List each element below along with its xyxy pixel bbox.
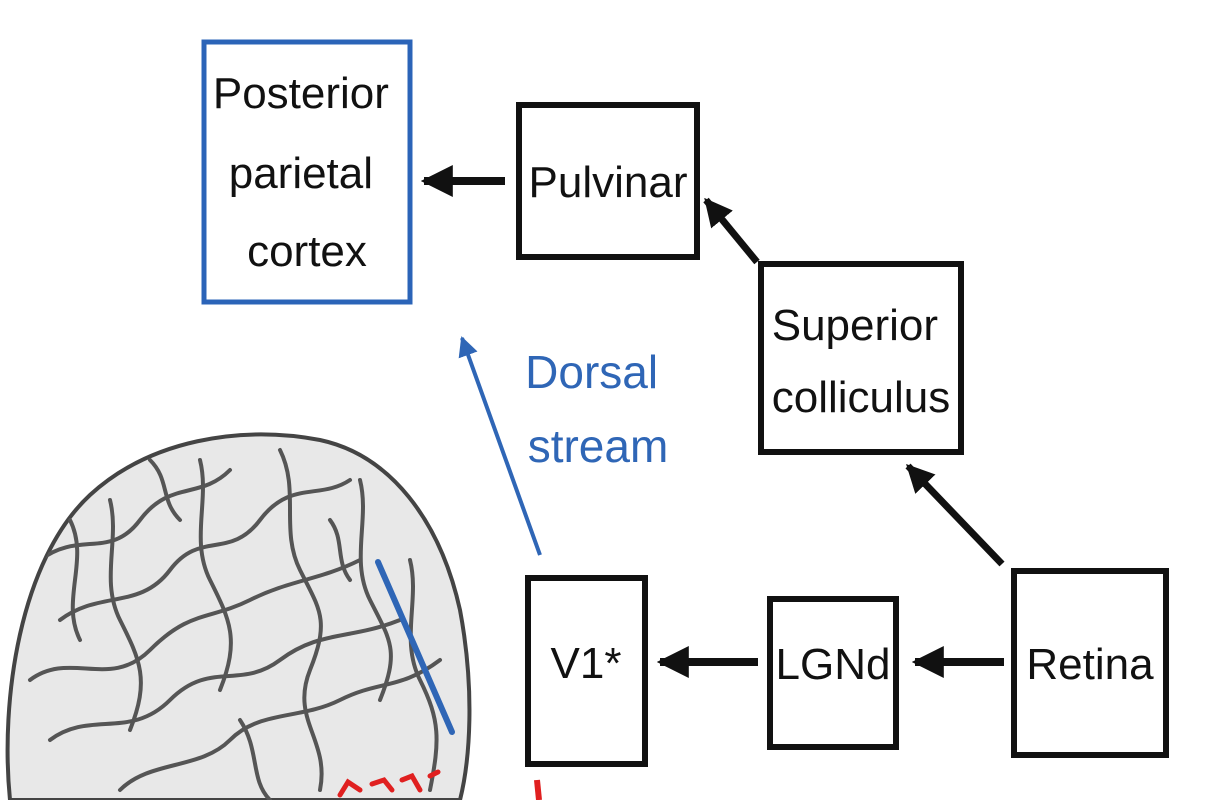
dorsal-stream-label: Dorsal stream	[525, 346, 671, 472]
svg-text:Posterior parietal: Posterior parietal cortex	[213, 69, 401, 276]
node-retina: Retina	[1011, 568, 1169, 758]
svg-text:Retina: Retina	[1026, 640, 1154, 689]
svg-text:LGNd: LGNd	[776, 640, 891, 689]
node-superior-colliculus: Superior colliculus	[758, 261, 964, 455]
arrow-dorsal-stream	[458, 336, 542, 556]
svg-text:V1*: V1*	[551, 639, 622, 688]
arrow-sc-to-pulvinar	[703, 197, 760, 265]
node-v1: V1*	[525, 575, 648, 767]
brain-illustration-icon	[5, 432, 542, 800]
svg-text:Superior colliculus: Superior colliculus	[772, 301, 951, 422]
node-pulvinar: Pulvinar	[516, 102, 700, 260]
svg-text:Pulvinar: Pulvinar	[529, 158, 688, 207]
node-posterior-parietal-cortex: Posterior parietal cortex	[201, 39, 413, 305]
arrow-retina-to-sc	[905, 463, 1005, 567]
node-lgnd: LGNd	[767, 596, 899, 750]
